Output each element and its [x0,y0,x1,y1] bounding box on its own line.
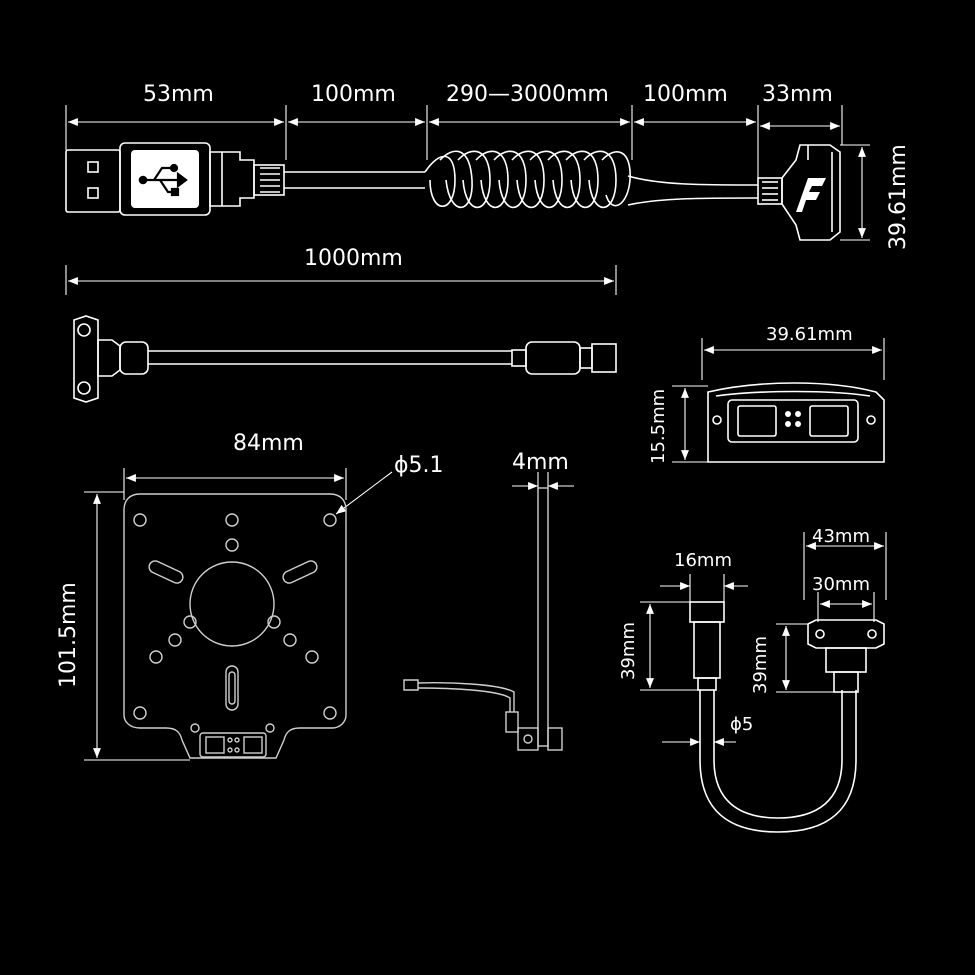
angled-cable-drawing [640,532,887,833]
straight-section-1-label: 100mm [311,82,396,107]
usb-length-label: 53mm [143,82,214,107]
cable-diameter-label: ϕ5 [730,714,754,735]
extension-length-label: 1000mm [304,246,403,271]
coil-length-label: 290—3000mm [446,82,609,107]
flange-height-label: 39mm [750,636,771,694]
cable-plug-height-label: 39mm [618,622,639,680]
plate-width-label: 84mm [233,431,304,456]
coiled-cable-drawing [65,105,870,241]
brand-logo-icon [796,178,826,212]
front-height-label: 15.5mm [648,388,669,464]
connector-height-label: 39.61mm [886,144,911,250]
connector-length-label: 33mm [762,82,833,107]
coil [424,150,631,209]
hole-diameter-label: ϕ5.1 [394,453,444,478]
plate-side-view [403,472,574,751]
cable-plug-width-label: 16mm [674,550,732,571]
connector-front-view [672,338,885,463]
extension-cable-drawing [65,265,617,403]
front-width-label: 39.61mm [766,324,853,345]
plate-height-label: 101.5mm [56,582,81,688]
usb-symbol [138,163,188,197]
plate-thickness-label: 4mm [512,450,569,475]
flange-hole-spacing-label: 30mm [812,574,870,595]
mounting-plate-drawing [84,468,393,761]
straight-section-2-label: 100mm [643,82,728,107]
usb-plug [65,142,285,216]
flange-width-label: 43mm [812,526,870,547]
magnetic-connector-side [757,144,841,241]
